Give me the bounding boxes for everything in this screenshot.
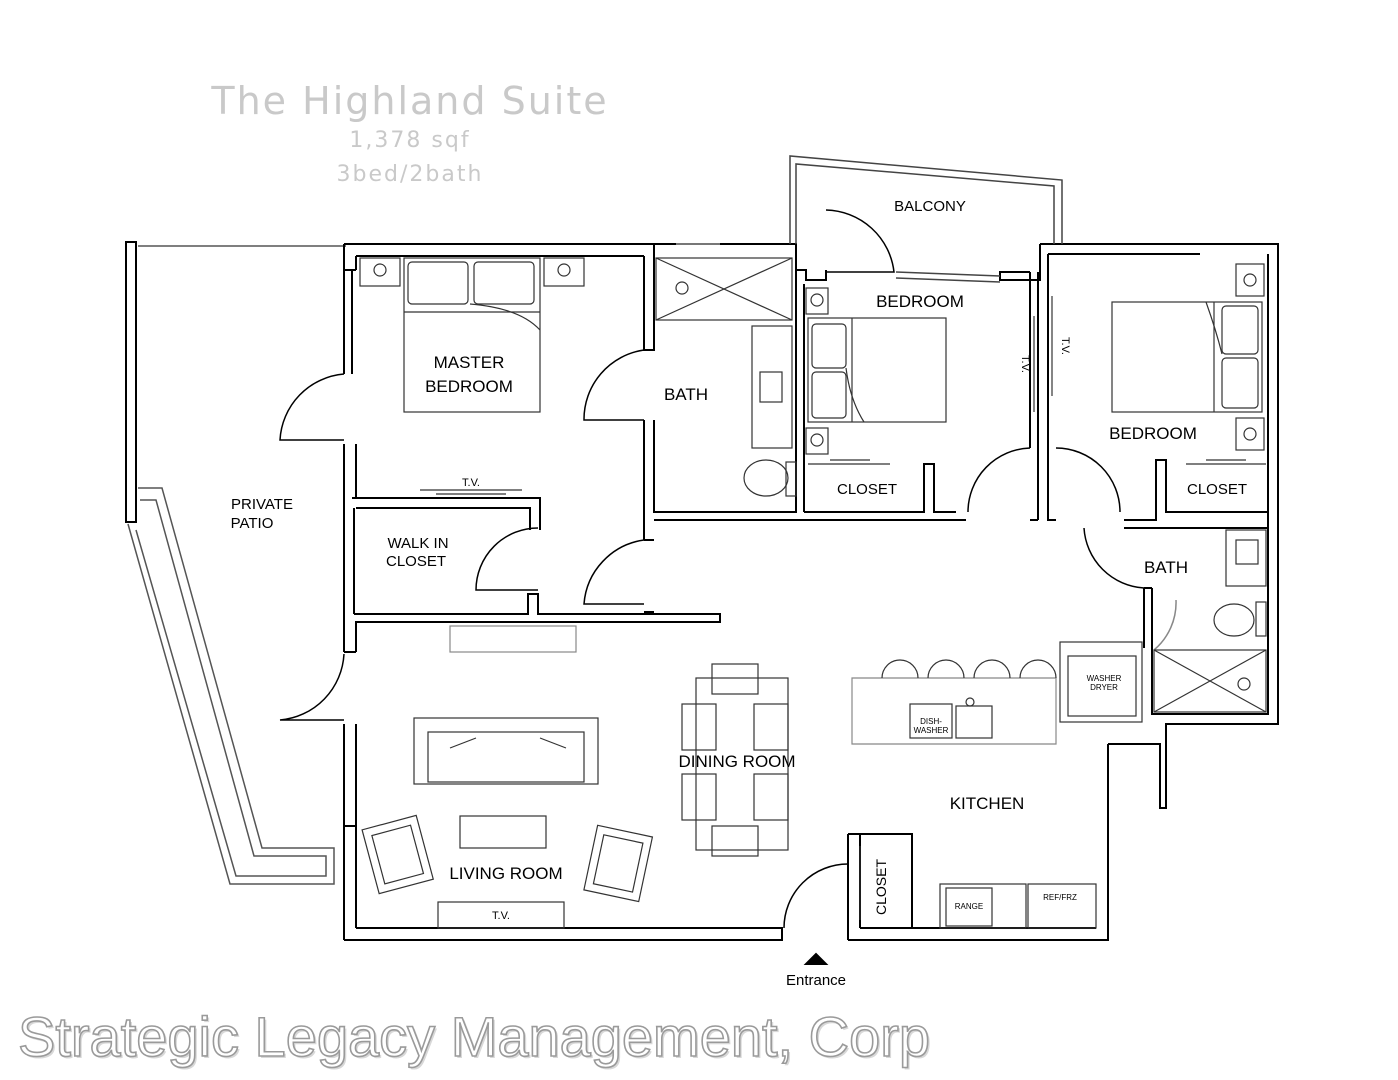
- fixture-labels: T.V. T.V. T.V. T.V. WASHER DRYER DISH- W…: [462, 337, 1122, 989]
- bedroom2-bed: [805, 287, 947, 465]
- suite-title: The Highland Suite: [211, 79, 609, 123]
- label-bedroom-right: BEDROOM: [1109, 424, 1197, 443]
- label-master-2: BEDROOM: [425, 377, 513, 396]
- label-balcony: BALCONY: [894, 198, 966, 215]
- label-kitchen: KITCHEN: [950, 794, 1025, 813]
- label-dish-2: WASHER: [914, 726, 949, 735]
- suite-rooms: 3bed/2bath: [336, 162, 484, 187]
- label-washer-1: WASHER: [1087, 674, 1122, 683]
- label-master-1: MASTER: [434, 353, 505, 372]
- balcony-outline: [789, 155, 1063, 283]
- tv-label-bed3: T.V.: [1059, 337, 1071, 355]
- plan-header: The Highland Suite 1,378 sqf 3bed/2bath: [180, 78, 640, 192]
- label-living: LIVING ROOM: [449, 864, 562, 883]
- label-closet-bed2: CLOSET: [837, 481, 897, 498]
- tv-label-master: T.V.: [462, 477, 480, 489]
- bedroom3-bed: [1033, 263, 1266, 465]
- label-bath-master: BATH: [664, 385, 708, 404]
- label-fridge: REF/FRZ: [1043, 893, 1077, 902]
- label-entry-closet: CLOSET: [873, 859, 889, 915]
- patio-railing: [127, 245, 346, 885]
- tv-label-bed2: T.V.: [1019, 355, 1031, 373]
- watermark: Strategic Legacy Management, Corp: [17, 1004, 931, 1069]
- label-dish-1: DISH-: [920, 717, 942, 726]
- master-bath-fixtures: [655, 257, 797, 497]
- master-bed: [359, 257, 585, 413]
- label-bedroom-upper: BEDROOM: [876, 292, 964, 311]
- patio-wall: [125, 241, 137, 523]
- right-bath-fixtures: [1059, 529, 1267, 723]
- label-range: RANGE: [955, 902, 983, 911]
- room-labels: BALCONY BEDROOM MASTER BEDROOM BATH PRIV…: [231, 198, 1247, 915]
- kitchen-fixtures: [851, 659, 1097, 929]
- label-patio-2: PATIO: [231, 515, 274, 532]
- entrance-arrow: [803, 952, 829, 965]
- label-walkin-1: WALK IN: [387, 535, 448, 552]
- suite-area: 1,378 sqf: [349, 128, 471, 153]
- label-walkin-2: CLOSET: [386, 553, 446, 570]
- living-furniture: [361, 489, 654, 929]
- label-bath-right: BATH: [1144, 558, 1188, 577]
- entrance-label: Entrance: [786, 972, 846, 989]
- label-dining: DINING ROOM: [678, 752, 795, 771]
- dining-table: [681, 663, 789, 857]
- exterior-walls: [343, 243, 1279, 941]
- label-patio-1: PRIVATE: [231, 496, 293, 513]
- label-closet-bed3: CLOSET: [1187, 481, 1247, 498]
- tv-label-living: T.V.: [492, 910, 510, 922]
- door-swings: [279, 209, 1177, 929]
- label-washer-2: DRYER: [1090, 683, 1118, 692]
